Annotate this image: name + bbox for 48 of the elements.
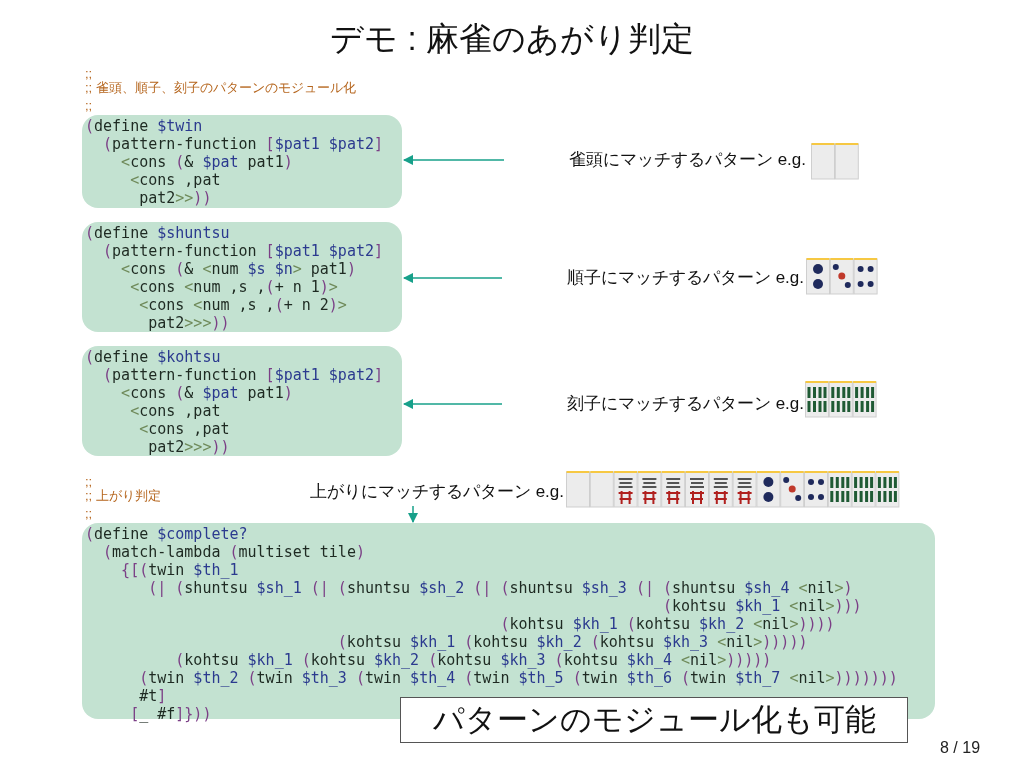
code-block xyxy=(82,115,402,208)
code-line: <cons (& $pat pat1) xyxy=(121,384,293,402)
code-line: <cons (& <num $s $n> pat1) xyxy=(121,260,356,278)
code-comment: ;; xyxy=(85,506,93,522)
code-line: pat2>>>)) xyxy=(148,314,230,332)
arrow xyxy=(402,154,505,166)
code-line: (define $shuntsu xyxy=(85,224,230,242)
code-comment: ;; 上がり判定 xyxy=(85,488,161,504)
code-comment: ;; 雀頭、順子、刻子のパターンのモジュール化 xyxy=(85,80,356,96)
arrow xyxy=(402,398,503,410)
code-line: <cons <num ,s ,(+ n 2)> xyxy=(139,296,347,314)
code-line: (define $twin xyxy=(85,117,203,135)
arrow xyxy=(407,505,419,524)
code-line: (kohtsu $kh_1 <nil>))) xyxy=(662,597,862,615)
code-block xyxy=(82,222,402,332)
code-line: (pattern-function [$pat1 $pat2] xyxy=(103,366,383,384)
page-number: 8 / 19 xyxy=(940,738,981,758)
code-line: [_ #f]})) xyxy=(130,705,212,723)
code-line: (pattern-function [$pat1 $pat2] xyxy=(103,135,383,153)
caption-text: 雀頭にマッチするパターン e.g. xyxy=(506,148,806,172)
code-line: (pattern-function [$pat1 $pat2] xyxy=(103,242,383,260)
code-line: (kohtsu $kh_1 (kohtsu $kh_2 (kohtsu $kh_3 (kohtsu $kh_4 <nil>))))) xyxy=(175,651,772,669)
arrow xyxy=(402,272,503,284)
code-line: {[(twin $th_1 xyxy=(121,561,239,579)
caption-text: 順子にマッチするパターン e.g. xyxy=(504,266,804,290)
code-line: (define $complete? xyxy=(85,525,248,543)
code-line: <cons ,pat xyxy=(139,420,230,438)
code-line: #t] xyxy=(139,687,167,705)
title: デモ : 麻雀のあがり判定 xyxy=(330,19,694,59)
code-line: (match-lambda (multiset tile) xyxy=(103,543,365,561)
caption-text: 上がりにマッチするパターン e.g. xyxy=(244,480,564,504)
code-line: pat2>>)) xyxy=(139,189,212,207)
code-comment: ;; xyxy=(85,98,93,114)
code-block xyxy=(82,346,402,456)
code-line: (define $kohtsu xyxy=(85,348,221,366)
code-line: (| (shuntsu $sh_1 (| (shuntsu $sh_2 (| (shuntsu $sh_3 (| (shuntsu $sh_4 <nil>) xyxy=(148,579,853,597)
code-line: pat2>>>)) xyxy=(148,438,230,456)
callout-box: パターンのモジュール化も可能 xyxy=(400,697,908,743)
code-line: <cons (& $pat pat1) xyxy=(121,153,293,171)
code-comment: ;; xyxy=(85,66,93,82)
code-line: (twin $th_2 (twin $th_3 (twin $th_4 (twin $th_5 (twin $th_6 (twin $th_7 <nil>))))))) xyxy=(139,669,898,687)
caption-text: 刻子にマッチするパターン e.g. xyxy=(504,392,804,416)
code-line: <cons ,pat xyxy=(130,171,221,189)
code-line: (kohtsu $kh_1 (kohtsu $kh_2 <nil>)))) xyxy=(500,615,835,633)
code-comment: ;; xyxy=(85,474,93,490)
code-line: <cons ,pat xyxy=(130,402,221,420)
code-line: <cons <num ,s ,(+ n 1)> xyxy=(130,278,338,296)
code-line: (kohtsu $kh_1 (kohtsu $kh_2 (kohtsu $kh_3 <nil>))))) xyxy=(337,633,808,651)
